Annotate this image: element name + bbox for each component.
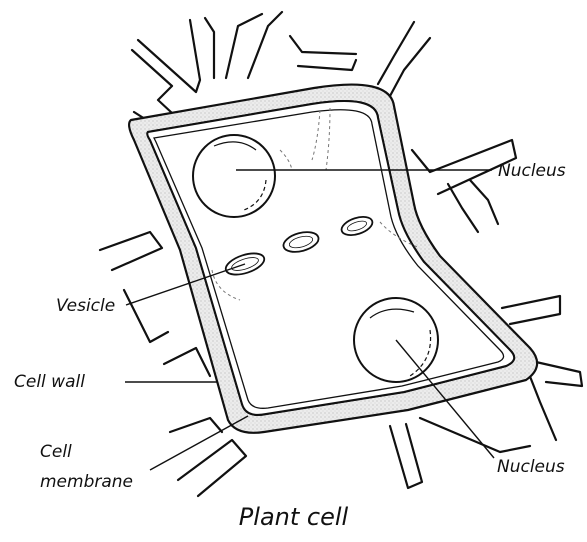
neighbor-wall-top-1 bbox=[138, 20, 200, 92]
neighbor-wall-top-5 bbox=[290, 36, 356, 54]
neighbor-wall-top-8 bbox=[390, 38, 430, 96]
neighbor-wall-right-4 bbox=[502, 296, 560, 324]
neighbor-wall-left-1 bbox=[100, 232, 162, 270]
neighbor-wall-right-2 bbox=[448, 184, 478, 232]
neighbor-wall-top-7 bbox=[378, 22, 414, 84]
label-vesicle: Vesicle bbox=[56, 296, 115, 316]
label-cell-membrane-line1: Cell bbox=[40, 442, 72, 462]
label-nucleus-top: Nucleus bbox=[498, 161, 566, 181]
nucleus-top bbox=[193, 135, 275, 217]
neighbor-wall-left-3 bbox=[164, 348, 210, 376]
neighbor-wall-top-2 bbox=[205, 18, 214, 78]
neighbor-wall-top-6 bbox=[298, 60, 356, 70]
neighbor-wall-bottom-1 bbox=[170, 418, 222, 432]
label-nucleus-bottom: Nucleus bbox=[497, 457, 565, 477]
neighbor-wall-bottom-3 bbox=[390, 424, 422, 488]
neighbor-wall-top-3 bbox=[226, 14, 262, 78]
neighbor-wall-right-5 bbox=[536, 362, 582, 386]
label-cell-membrane-line2: membrane bbox=[40, 472, 133, 492]
label-cell-wall: Cell wall bbox=[14, 372, 85, 392]
neighbor-wall-right-3 bbox=[470, 180, 498, 224]
cytoplasm bbox=[147, 101, 514, 415]
neighbor-wall-top-4 bbox=[248, 12, 282, 78]
diagram-title: Plant cell bbox=[0, 503, 587, 531]
